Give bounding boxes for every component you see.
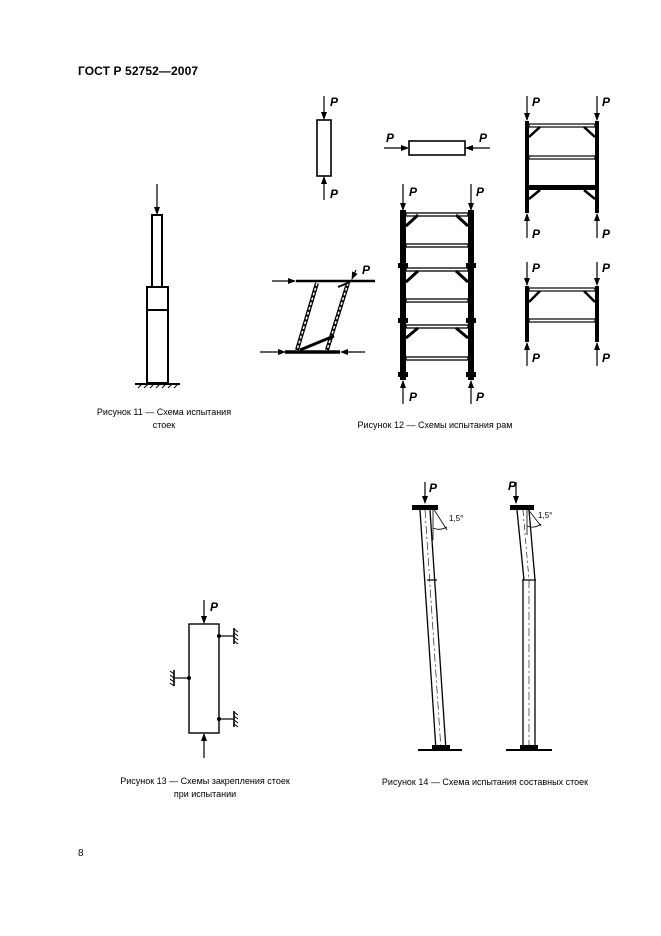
load-label: P (362, 263, 371, 277)
load-label: P (476, 185, 485, 199)
angle-label: 1,5° (449, 514, 463, 523)
fig12-horizontal-member: P P (384, 131, 490, 156)
load-label: P (476, 390, 485, 404)
fig12-tall-scaffold-frame: P P P P (398, 184, 485, 404)
figure-12-caption: Рисунок 12 — Схемы испытания рам (357, 420, 513, 430)
load-label: P (210, 600, 219, 614)
load-label: P (602, 95, 611, 109)
load-label: P (602, 261, 611, 275)
load-label: P (532, 351, 541, 365)
load-label: P (330, 95, 339, 109)
fig13-fixing-diagram: P (169, 600, 239, 758)
fig12-right-bottom-frame: P P P P (524, 261, 611, 366)
caption-line: Рисунок 11 — Схема испытания (96, 407, 232, 417)
figure-14-caption: Рисунок 14 — Схема испытания составных с… (381, 777, 589, 787)
load-label: P (532, 261, 541, 275)
figure-11-caption: Рисунок 11 — Схема испытания стоек (84, 406, 244, 432)
load-label: P (429, 481, 438, 495)
fig14-left-column: P 1,5° (412, 481, 463, 751)
fig11-column-diagram (135, 184, 180, 389)
fig12-inclined-frame: P (260, 263, 375, 355)
figure-13-caption: Рисунок 13 — Схемы закрепления стоек при… (100, 775, 310, 801)
load-label: P (602, 351, 611, 365)
page-number: 8 (78, 848, 84, 859)
load-label: P (386, 131, 395, 145)
caption-line: стоек (152, 420, 176, 430)
load-label: P (602, 227, 611, 241)
load-label: P (479, 131, 488, 145)
load-label: P (330, 187, 339, 201)
document-header: ГОСТ Р 52752—2007 (78, 64, 199, 78)
fig14-right-column: P 1,5° (506, 479, 552, 751)
load-label: P (532, 95, 541, 109)
load-label: P (532, 227, 541, 241)
fig12-right-top-frame: P P P P (524, 95, 611, 241)
caption-line: Рисунок 13 — Схемы закрепления стоек (120, 776, 290, 786)
fig12-small-column: P P (316, 95, 339, 201)
caption-line: при испытании (173, 789, 237, 799)
load-label: P (409, 185, 418, 199)
load-label: P (409, 390, 418, 404)
angle-label: 1,5° (538, 511, 552, 520)
load-label: P (508, 479, 517, 493)
